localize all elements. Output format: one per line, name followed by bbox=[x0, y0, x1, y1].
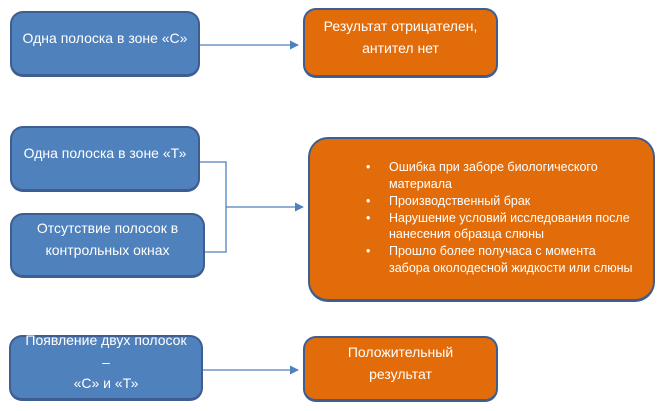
box-label-line1: Появление двух полосок – bbox=[25, 331, 187, 370]
box-label-line2: результат bbox=[369, 365, 432, 382]
box-one-strip-zone-t: Одна полоска в зоне «Т» bbox=[10, 126, 200, 192]
box-label-line1: Положительный bbox=[347, 343, 454, 360]
box-one-strip-zone-c: Одна полоска в зоне «С» bbox=[10, 11, 200, 77]
box-positive-result: Положительный результат bbox=[303, 336, 498, 402]
box-label-line2: «С» и «Т» bbox=[73, 375, 139, 392]
box-label-line2: контрольных окнах bbox=[45, 242, 170, 258]
bullet-item: Прошло более получаса с момента забора о… bbox=[366, 243, 633, 277]
bullet-item: Производственный брак bbox=[366, 193, 633, 210]
reasons-list: Ошибка при заборе биологического материа… bbox=[324, 159, 639, 276]
box-negative-result: Результат отрицателен, антител нет bbox=[303, 8, 498, 78]
box-no-strips-control-windows: Отсутствие полосок в контрольных окнах bbox=[10, 213, 205, 278]
box-label-line2: антител нет bbox=[362, 39, 439, 56]
box-label-line1: Отсутствие полосок в bbox=[36, 220, 179, 237]
bullet-item: Нарушение условий исследования после нан… bbox=[366, 210, 633, 244]
box-invalid-result-reasons: Ошибка при заборе биологического материа… bbox=[308, 137, 655, 302]
bullet-item: Ошибка при заборе биологического материа… bbox=[366, 159, 633, 193]
box-two-strips-c-and-t: Появление двух полосок – «С» и «Т» bbox=[9, 332, 203, 401]
box-label-line1: Результат отрицателен, bbox=[323, 17, 478, 34]
box-label: Одна полоска в зоне «С» bbox=[22, 29, 188, 46]
box-label: Одна полоска в зоне «Т» bbox=[23, 144, 187, 161]
